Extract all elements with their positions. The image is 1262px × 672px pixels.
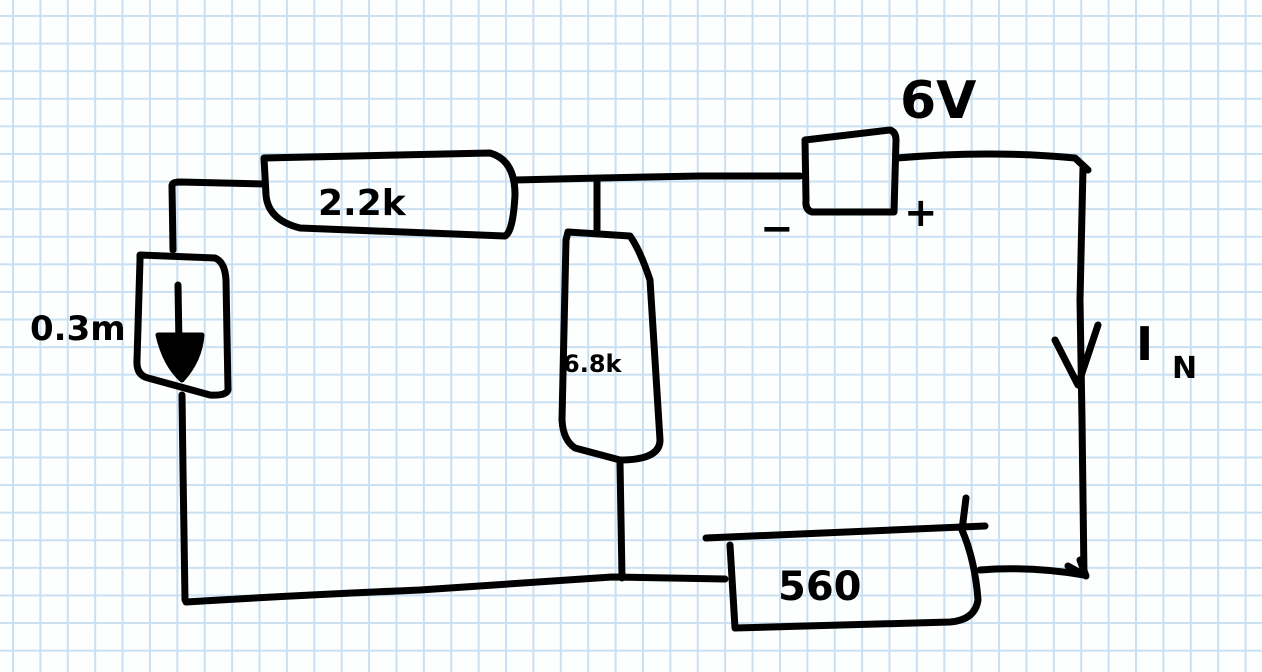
voltage-source-minus: −	[760, 206, 794, 252]
current-direction-arrow-icon	[1051, 321, 1102, 389]
current-source-label: 0.3m	[30, 309, 126, 349]
voltage-source-body	[801, 126, 900, 216]
resistor-2-2k-label: 2.2k	[318, 183, 407, 224]
resistor-560-body	[702, 494, 989, 632]
resistor-6-8k-label: 6.8k	[563, 350, 623, 378]
wire-bottom	[182, 573, 729, 606]
wire-top-middle	[511, 172, 804, 184]
wire-middle-down	[616, 458, 626, 582]
wire-right-top	[893, 150, 1092, 174]
resistor-560-label: 560	[778, 564, 862, 610]
resistor-2-2k-body	[260, 149, 519, 240]
current-source-arrow-head-icon	[155, 332, 205, 383]
voltage-source-label: 6V	[900, 71, 976, 131]
current-source-body	[133, 251, 232, 399]
wire-left-vertical	[178, 391, 189, 604]
wire-left-top	[168, 178, 269, 254]
current-label-subscript: N	[1172, 351, 1197, 386]
arrow-head-bottom-right	[1064, 556, 1090, 580]
resistor-6-8k-body	[558, 228, 664, 464]
wire-bottom-right	[976, 565, 1088, 579]
wire-right-vertical	[1076, 164, 1088, 579]
current-label: I	[1136, 317, 1153, 371]
voltage-source-plus: +	[904, 190, 938, 236]
